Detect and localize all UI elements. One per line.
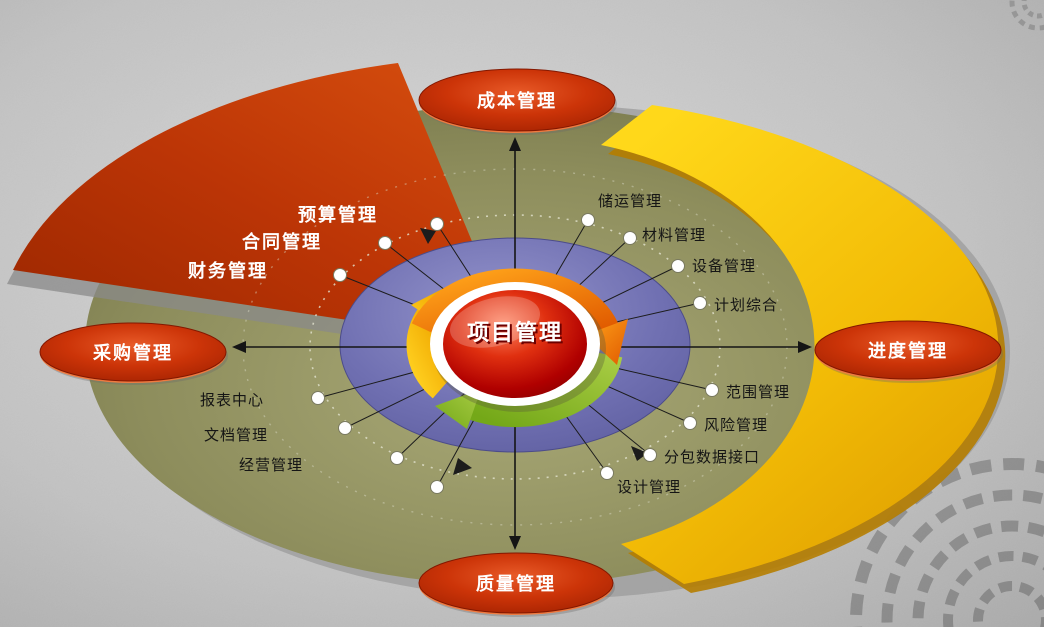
sector-label-finance: 财务管理: [188, 260, 268, 281]
axis-arrow-bottom: [509, 536, 521, 550]
orange-arrow-band: [411, 268, 619, 336]
corner-texture-top-right: [1009, 0, 1044, 31]
badge-face: [39, 322, 227, 382]
node-dot: [623, 231, 637, 245]
center-label: 项目管理: [467, 320, 563, 345]
satellite-label-scope: 范围管理: [726, 384, 790, 401]
satellite-label-design: 设计管理: [617, 479, 681, 496]
axis-badge-bottom: 质量管理: [418, 552, 615, 617]
satellite-label-business: 经营管理: [239, 457, 303, 474]
node-dot: [705, 383, 719, 397]
satellite-label-equipment: 设备管理: [692, 258, 756, 275]
satellite-label-subcontract-data: 分包数据接口: [664, 449, 760, 466]
axis-arrowheads: [232, 137, 812, 550]
axis-badge-left-label: 采购管理: [92, 342, 173, 363]
node-dot: [693, 296, 707, 310]
badge-face: [418, 68, 616, 132]
axis-badge-left: 采购管理: [39, 322, 228, 385]
node-dot: [338, 421, 352, 435]
axis-arrow-right: [798, 341, 812, 353]
badge-face: [814, 320, 1002, 380]
axis-arrow-left: [232, 341, 246, 353]
satellite-label-document: 文档管理: [204, 427, 268, 444]
yellow-crescent: [601, 105, 999, 584]
satellite-label-plan-integration: 计划综合: [714, 297, 778, 314]
center-sphere: [443, 290, 587, 398]
cycle-arrows: [406, 268, 628, 429]
center-label-shadow: 项目管理: [469, 322, 565, 347]
green-arrow-head: [435, 389, 481, 429]
node-dot: [430, 217, 444, 231]
node-dot: [311, 391, 325, 405]
node-dot: [430, 480, 444, 494]
node-dot: [390, 451, 404, 465]
sector-label-budget: 预算管理: [298, 204, 378, 225]
node-dot: [600, 466, 614, 480]
badge-face: [418, 552, 614, 614]
orange-arrow-head: [585, 319, 628, 365]
axis-badge-top: 成本管理: [418, 68, 617, 135]
node-dot: [378, 236, 392, 250]
node-dot: [683, 416, 697, 430]
node-dot: [581, 213, 595, 227]
connector-arrow: [420, 228, 436, 244]
connector-arrowheads: [420, 228, 648, 475]
node-dots: [311, 213, 719, 494]
satellite-label-risk: 风险管理: [704, 417, 768, 434]
axis-badge-top-label: 成本管理: [477, 90, 557, 111]
axis-arrow-top: [509, 137, 521, 151]
axis-badge-right-label: 进度管理: [868, 340, 948, 361]
connector-arrow: [631, 446, 648, 461]
axis-badge-right: 进度管理: [814, 320, 1003, 383]
satellite-label-report-center: 报表中心: [200, 392, 264, 409]
node-dot: [333, 268, 347, 282]
node-dot: [643, 448, 657, 462]
sector-label-contract: 合同管理: [242, 231, 322, 252]
corner-texture-bottom-right: [850, 458, 1044, 627]
sphere-gloss-highlight: [449, 296, 541, 348]
satellite-label-storage-transport: 储运管理: [598, 193, 662, 210]
node-dot: [671, 259, 685, 273]
connector-arrow: [453, 458, 472, 475]
green-arrow-band: [470, 352, 623, 428]
axis-badge-bottom-label: 质量管理: [476, 573, 556, 594]
satellite-label-material: 材料管理: [642, 227, 706, 244]
